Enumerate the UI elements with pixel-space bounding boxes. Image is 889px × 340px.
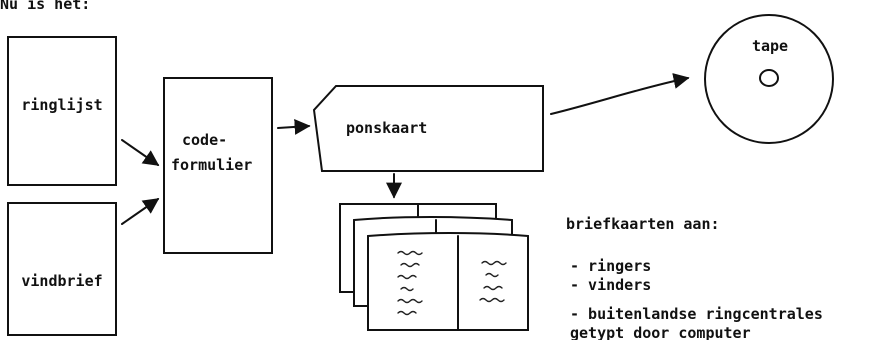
handwriting-scribble xyxy=(400,262,420,268)
tape-label: tape xyxy=(752,37,788,55)
heading-text: Nu is het: xyxy=(0,0,90,13)
recipient-ringers: - ringers xyxy=(570,257,651,275)
arrow-ringlijst-to-code xyxy=(121,139,160,166)
briefkaarten-title: briefkaarten aan: xyxy=(566,215,720,233)
recipient-vinders: - vinders xyxy=(570,276,651,294)
handwriting-scribble xyxy=(481,260,507,266)
handwriting-scribble xyxy=(483,285,503,291)
ringlijst-label: ringlijst xyxy=(21,96,102,114)
ringlijst-box xyxy=(7,36,117,186)
handwriting-scribble xyxy=(485,272,499,278)
recipient-ringcentrales: - buitenlandse ringcentrales xyxy=(570,305,823,323)
arrow-code-to-ponskaart xyxy=(277,118,311,135)
codeformulier-box xyxy=(163,77,273,254)
postcards-stack xyxy=(339,203,529,331)
handwriting-scribble xyxy=(397,298,423,304)
handwriting-scribble xyxy=(397,310,417,316)
postcard-front xyxy=(367,232,529,331)
tape-reel xyxy=(704,14,834,144)
codeformulier-label-2: formulier xyxy=(171,156,252,174)
vindbrief-box xyxy=(7,202,117,336)
tape-hub xyxy=(759,69,779,87)
codeformulier-label-1: code- xyxy=(182,131,227,149)
vindbrief-label: vindbrief xyxy=(21,272,102,290)
arrow-vindbrief-to-code xyxy=(121,198,160,225)
arrow-ponskaart-to-tape xyxy=(550,73,690,115)
ponskaart-label: ponskaart xyxy=(346,119,427,137)
handwriting-scribble xyxy=(397,274,417,280)
briefkaarten-footer: getypt door computer xyxy=(570,324,751,340)
handwriting-scribble xyxy=(479,297,505,303)
ponskaart-card xyxy=(312,85,544,172)
handwriting-scribble xyxy=(397,250,423,256)
handwriting-scribble xyxy=(400,286,414,292)
